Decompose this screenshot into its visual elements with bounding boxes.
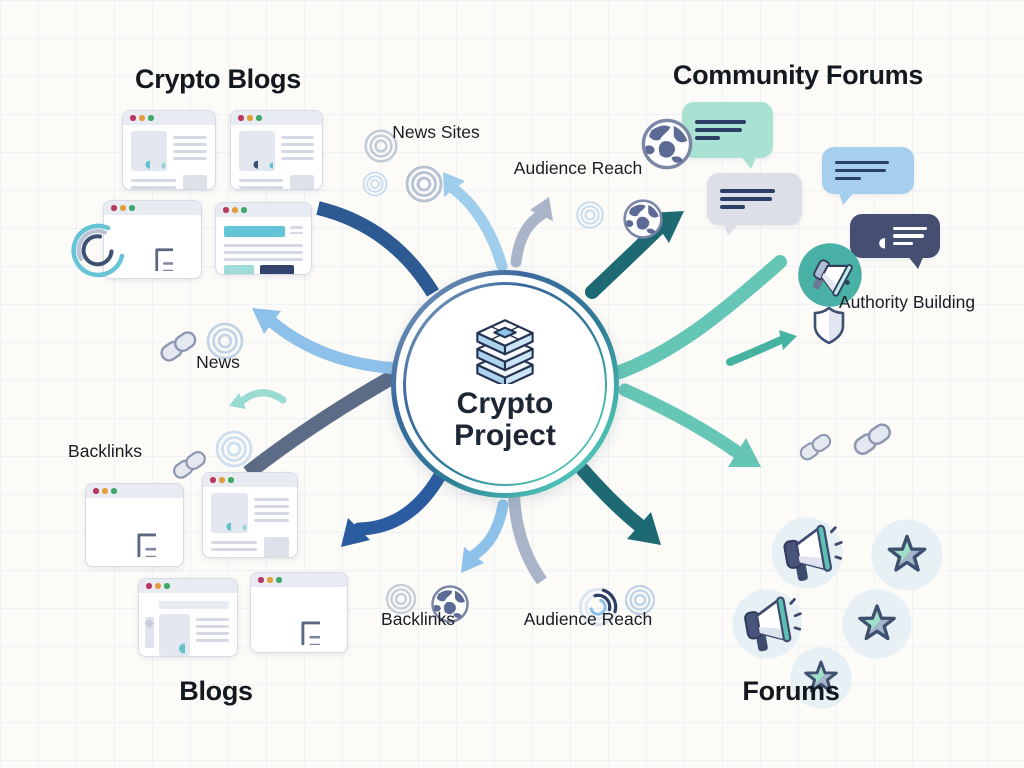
browser-titlebar [216,203,311,217]
browser-titlebar [86,484,183,498]
chain-link-icon [131,304,179,352]
heading-community-forums: Community Forums [672,60,924,90]
arc-to-community-megaphone [613,255,787,379]
arc-to-crypto-blogs [316,201,439,297]
heading-forums: Forums [742,676,840,706]
browser-titlebar [139,579,237,593]
globe-icon [601,177,643,219]
chat-bubble-blue [822,147,914,194]
person-icon [863,224,885,249]
browser-window-teal-article [215,202,312,275]
layered-cube-icon [476,318,534,384]
browser-window-article [250,572,348,653]
megaphone-icon [733,479,807,553]
chain-link-icon [774,410,816,452]
arrow-to-forums-bottom [576,463,661,545]
arrow-small-to-backlinks-left [229,389,287,409]
label-authority-building: Authority Building [838,292,976,312]
label-news: News [196,352,240,372]
target-rings-icon [368,566,401,599]
browser-window-blog-post [122,110,216,190]
browser-window-blog-post [230,110,323,190]
browser-window-article [103,200,202,279]
arrow-to-audience-reach-top [510,197,553,268]
arrow-to-news [252,308,398,374]
star-icon [757,614,821,678]
label-news-sites: News Sites [392,122,480,142]
people-icon [131,131,168,171]
label-backlinks-bottom: Backlinks [381,609,455,629]
star-icon [833,481,907,555]
browser-window-article [85,483,184,567]
browser-titlebar [123,111,215,125]
heading-crypto-blogs: Crypto Blogs [135,64,301,94]
target-rings-icon [194,409,234,449]
browser-titlebar [104,201,201,215]
arrow-to-forums [618,383,761,467]
center-title: Crypto Project [454,386,556,452]
browser-titlebar [203,473,297,487]
people-icon [211,493,249,533]
browser-window-profile [138,578,238,657]
browser-titlebar [251,573,347,587]
label-audience-reach-bottom: Audience Reach [523,609,653,629]
chat-bubble-mint [682,102,773,158]
target-rings-icon [560,185,590,215]
chain-link-icon [146,426,190,470]
chat-bubble-navy-user [850,214,940,258]
arrow-to-backlinks-bottom [461,499,509,573]
target-rings-icon [345,110,381,146]
browser-window-blog-post [202,472,298,558]
chain-link-icon [823,395,873,445]
chat-bubble-gray [707,173,802,225]
document-icon [278,593,320,645]
person-icon [159,614,190,656]
arc-to-blogs-left [243,367,402,479]
arrow-to-authority-building [726,330,797,366]
arrow-to-blogs [341,463,450,547]
spiral-icon [42,194,98,250]
heading-blogs: Blogs [179,676,253,706]
megaphone-icon [764,209,830,275]
document-icon [133,221,173,271]
reach-arcs-icon [556,565,598,607]
browser-titlebar [231,111,322,125]
arrow-to-news-sites [443,172,508,272]
target-rings-icon [348,157,375,184]
people-icon [239,131,275,171]
globe-icon [613,90,667,144]
label-backlinks-left: Backlinks [68,441,142,461]
arc-to-audience-reach-bottom [508,493,547,585]
document-icon [114,505,156,557]
center-node: Crypto Project [391,270,619,498]
label-audience-reach-top: Audience Reach [513,158,643,178]
target-rings-icon [384,144,424,184]
